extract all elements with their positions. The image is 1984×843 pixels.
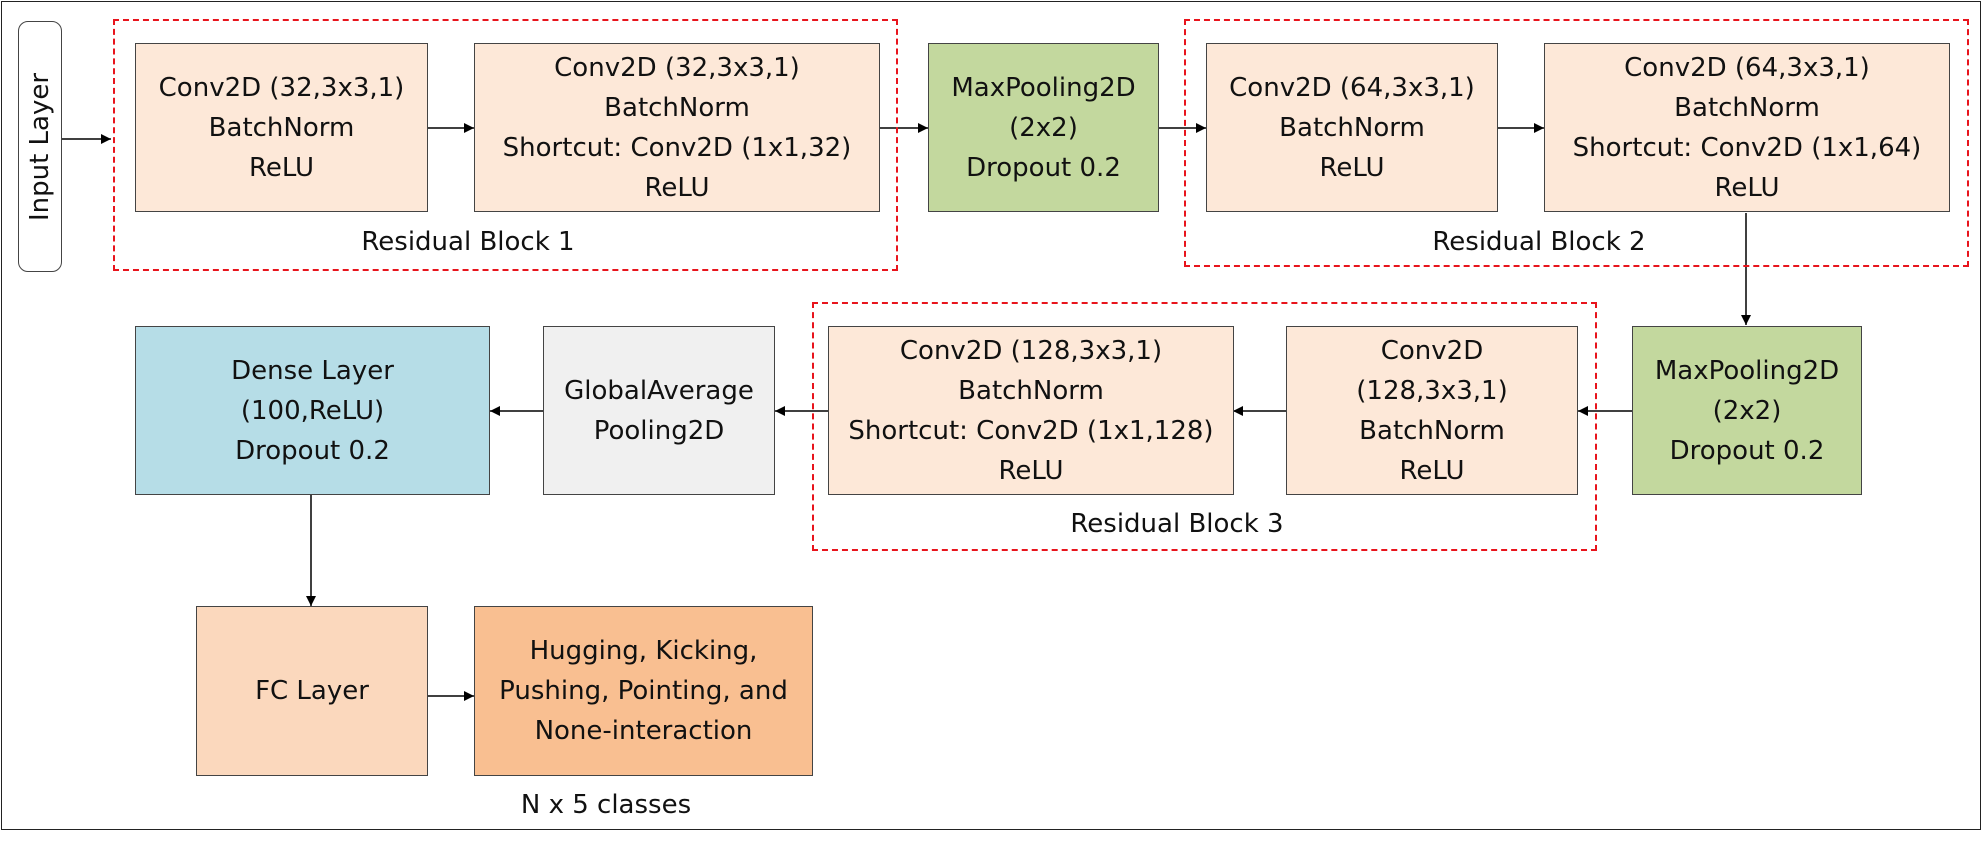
block3-conv-b: Conv2D (128,3x3,1) BatchNorm Shortcut: C… [828, 326, 1234, 495]
block2-conv-a-line: BatchNorm [1279, 112, 1425, 143]
block1-conv-b-line: Shortcut: Conv2D (1x1,32) [502, 132, 852, 163]
dense-layer-line: Dense Layer [231, 355, 394, 386]
block2-conv-b-line: BatchNorm [1674, 92, 1820, 123]
input-layer: Input Layer [18, 21, 62, 272]
output-classes: Hugging, Kicking, Pushing, Pointing, and… [474, 606, 813, 776]
maxpool-2-line: Dropout 0.2 [1669, 435, 1825, 466]
dense-layer-line: (100,ReLU) [240, 395, 385, 426]
residual-block-1-caption: Residual Block 1 [361, 227, 575, 257]
maxpool-1-line: MaxPooling2D [951, 72, 1136, 103]
maxpool-2: MaxPooling2D (2x2) Dropout 0.2 [1632, 326, 1862, 495]
block2-conv-b-line: Shortcut: Conv2D (1x1,64) [1572, 132, 1922, 163]
block2-conv-b: Conv2D (64,3x3,1) BatchNorm Shortcut: Co… [1544, 43, 1950, 212]
maxpool-1-line: (2x2) [1009, 112, 1078, 143]
block3-conv-a: Conv2D (128,3x3,1) BatchNorm ReLU [1286, 326, 1578, 495]
block2-conv-b-line: Conv2D (64,3x3,1) [1624, 52, 1870, 83]
block1-conv-a-line: ReLU [248, 152, 315, 183]
output-classes-line: Hugging, Kicking, [529, 636, 758, 666]
block1-conv-b-line: Conv2D (32,3x3,1) [554, 52, 800, 83]
block2-conv-a-line: ReLU [1319, 152, 1385, 183]
output-caption: N x 5 classes [520, 790, 692, 820]
maxpool-2-line: (2x2) [1712, 395, 1782, 426]
block1-conv-a-line: Conv2D (32,3x3,1) [158, 72, 405, 103]
maxpool-2-line: MaxPooling2D [1654, 355, 1840, 386]
block3-conv-a-line: (128,3x3,1) [1356, 375, 1508, 406]
fc-layer-line: FC Layer [255, 676, 369, 706]
global-average-pooling-line: Pooling2D [593, 415, 725, 446]
block3-conv-b-line: BatchNorm [958, 375, 1104, 406]
block3-conv-b-line: Shortcut: Conv2D (1x1,128) [848, 415, 1214, 446]
block2-conv-b-line: ReLU [1714, 172, 1780, 203]
maxpool-1: MaxPooling2D (2x2) Dropout 0.2 [928, 43, 1159, 212]
block3-conv-b-line: Conv2D (128,3x3,1) [899, 335, 1163, 366]
block1-conv-a: Conv2D (32,3x3,1) BatchNorm ReLU [135, 43, 428, 212]
maxpool-1-line: Dropout 0.2 [966, 152, 1121, 183]
block1-conv-b-line: BatchNorm [604, 92, 750, 123]
block1-conv-b: Conv2D (32,3x3,1) BatchNorm Shortcut: Co… [474, 43, 880, 212]
residual-block-2-group [1184, 19, 1969, 267]
residual-block-1-group [113, 19, 898, 271]
block1-conv-b-line: ReLU [644, 172, 710, 203]
block3-conv-a-line: ReLU [1399, 455, 1465, 486]
input-layer-label: Input Layer [25, 72, 55, 221]
block3-conv-b-line: ReLU [998, 455, 1064, 486]
global-average-pooling: GlobalAverage Pooling2D [543, 326, 775, 495]
block2-conv-a-line: Conv2D (64,3x3,1) [1229, 72, 1475, 103]
block3-conv-a-line: Conv2D [1380, 335, 1484, 366]
block1-conv-a-line: BatchNorm [208, 112, 355, 143]
dense-layer: Dense Layer (100,ReLU) Dropout 0.2 [135, 326, 490, 495]
global-average-pooling-line: GlobalAverage [564, 375, 754, 406]
output-classes-line: Pushing, Pointing, and [499, 676, 788, 706]
output-classes-line: None-interaction [534, 716, 753, 746]
block2-conv-a: Conv2D (64,3x3,1) BatchNorm ReLU [1206, 43, 1498, 212]
residual-block-3-group [812, 302, 1597, 551]
block3-conv-a-line: BatchNorm [1359, 415, 1505, 446]
fc-layer: FC Layer [196, 606, 428, 776]
dense-layer-line: Dropout 0.2 [235, 435, 390, 466]
residual-block-3-caption: Residual Block 3 [1070, 509, 1284, 539]
residual-block-2-caption: Residual Block 2 [1432, 227, 1646, 257]
